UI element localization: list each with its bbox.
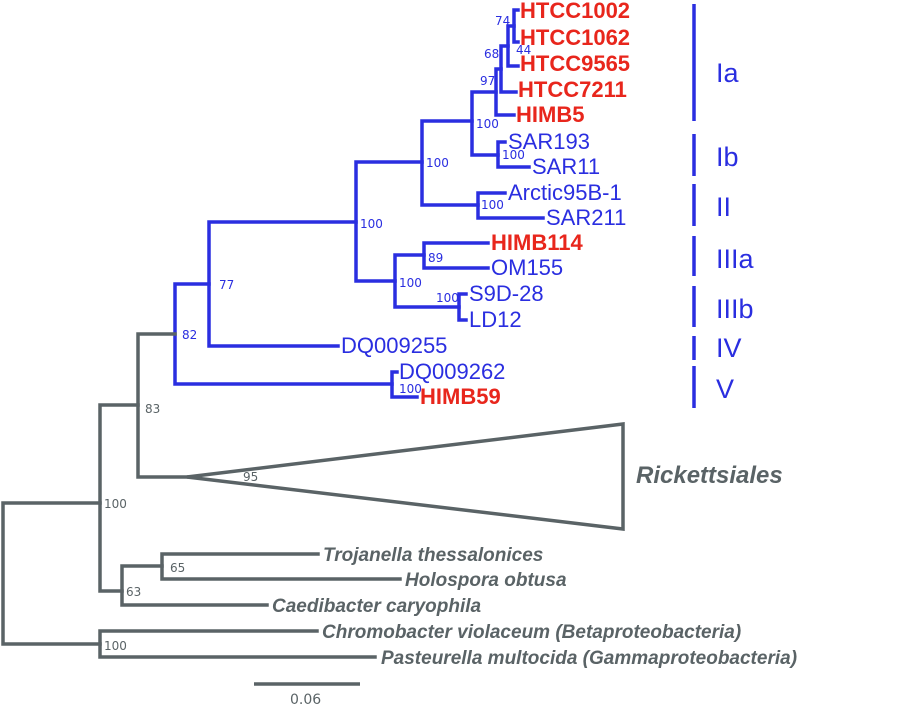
clade-label-iv: IV	[716, 333, 742, 363]
tip-label-htcc9565: HTCC9565	[520, 51, 630, 76]
tip-label-caedibacter: Caedibacter caryophila	[272, 596, 482, 617]
bootstrap-label: 82	[182, 328, 197, 342]
clade-label-iiib: IIIb	[716, 294, 754, 324]
tip-label-dq009255: DQ009255	[341, 333, 447, 358]
branch-alpha-main	[98, 403, 140, 593]
tip-label-holospora: Holospora obtusa	[405, 570, 567, 591]
tip-label-sar193: SAR193	[508, 129, 590, 154]
rickettsiales-collapsed-triangle	[186, 422, 625, 531]
bootstrap-label: 95	[243, 470, 258, 484]
bootstrap-label: 63	[126, 585, 141, 599]
tip-labels: HTCC1002 HTCC1062 HTCC9565 HTCC7211 HIMB…	[272, 0, 797, 669]
clade-label-ia: Ia	[716, 58, 740, 88]
clade-label-ii: II	[716, 192, 731, 222]
bootstrap-label: 65	[170, 561, 185, 575]
tip-label-arctic95b1: Arctic95B-1	[508, 180, 622, 205]
bootstrap-label: 100	[360, 217, 383, 231]
tip-label-htcc1002: HTCC1002	[520, 0, 630, 23]
sar11-branches	[173, 8, 545, 399]
scale-bar: 0.06	[254, 682, 360, 706]
clade-annotations: Ia Ib II IIIa IIIb IV V	[692, 4, 755, 408]
tip-label-pasteurella: Pasteurella multocida (Gammaproteobacter…	[381, 648, 797, 669]
tip-label-sar211: SAR211	[546, 205, 626, 230]
bootstrap-label: 100	[104, 639, 127, 653]
clade-label-iiia: IIIa	[716, 244, 755, 274]
bootstrap-label: 44	[516, 43, 531, 57]
bootstrap-label: 83	[145, 402, 160, 416]
tip-label-himb59: HIMB59	[420, 384, 501, 409]
bootstrap-label: 100	[476, 117, 499, 131]
outgroup-branches	[1, 332, 625, 659]
bootstrap-label: 100	[399, 382, 422, 396]
tip-label-dq009262: DQ009262	[399, 359, 505, 384]
bootstrap-label: 100	[104, 497, 127, 511]
clade-label-v: V	[716, 374, 734, 404]
tip-label-htcc1062: HTCC1062	[520, 25, 630, 50]
tip-label-himb114: HIMB114	[491, 230, 583, 255]
clade-label-ib: Ib	[716, 142, 739, 172]
bootstrap-label: 89	[428, 251, 443, 265]
bootstrap-label: 100	[436, 291, 459, 305]
bootstrap-label: 100	[481, 198, 504, 212]
bootstrap-label: 68	[484, 47, 499, 61]
tip-label-chromobacter: Chromobacter violaceum (Betaproteobacter…	[322, 622, 741, 643]
bootstrap-label: 100	[399, 276, 422, 290]
scale-bar-label: 0.06	[290, 692, 321, 706]
tip-label-ld12: LD12	[469, 307, 522, 332]
tip-label-s9d28: S9D-28	[469, 281, 544, 306]
bootstrap-label: 77	[219, 278, 234, 292]
tip-label-himb5: HIMB5	[516, 102, 584, 127]
branch-ia-ib	[470, 90, 500, 157]
tip-label-htcc7211: HTCC7211	[518, 77, 627, 102]
branch-caedibacter	[120, 564, 269, 607]
collapsed-clade-label: Rickettsiales	[636, 462, 783, 489]
bootstrap-label: 100	[502, 148, 525, 162]
tip-label-sar11: SAR11	[532, 154, 600, 179]
bootstrap-label: 100	[426, 156, 449, 170]
bootstrap-label: 74	[495, 14, 510, 28]
tip-label-trojanella: Trojanella thessalonices	[323, 545, 543, 566]
bootstrap-values: 74 44 68 97 100 100 100 100 100 89 100 1…	[104, 14, 531, 653]
branch-root	[1, 501, 102, 646]
bootstrap-label: 97	[480, 74, 495, 88]
tip-label-om155: OM155	[491, 255, 563, 280]
